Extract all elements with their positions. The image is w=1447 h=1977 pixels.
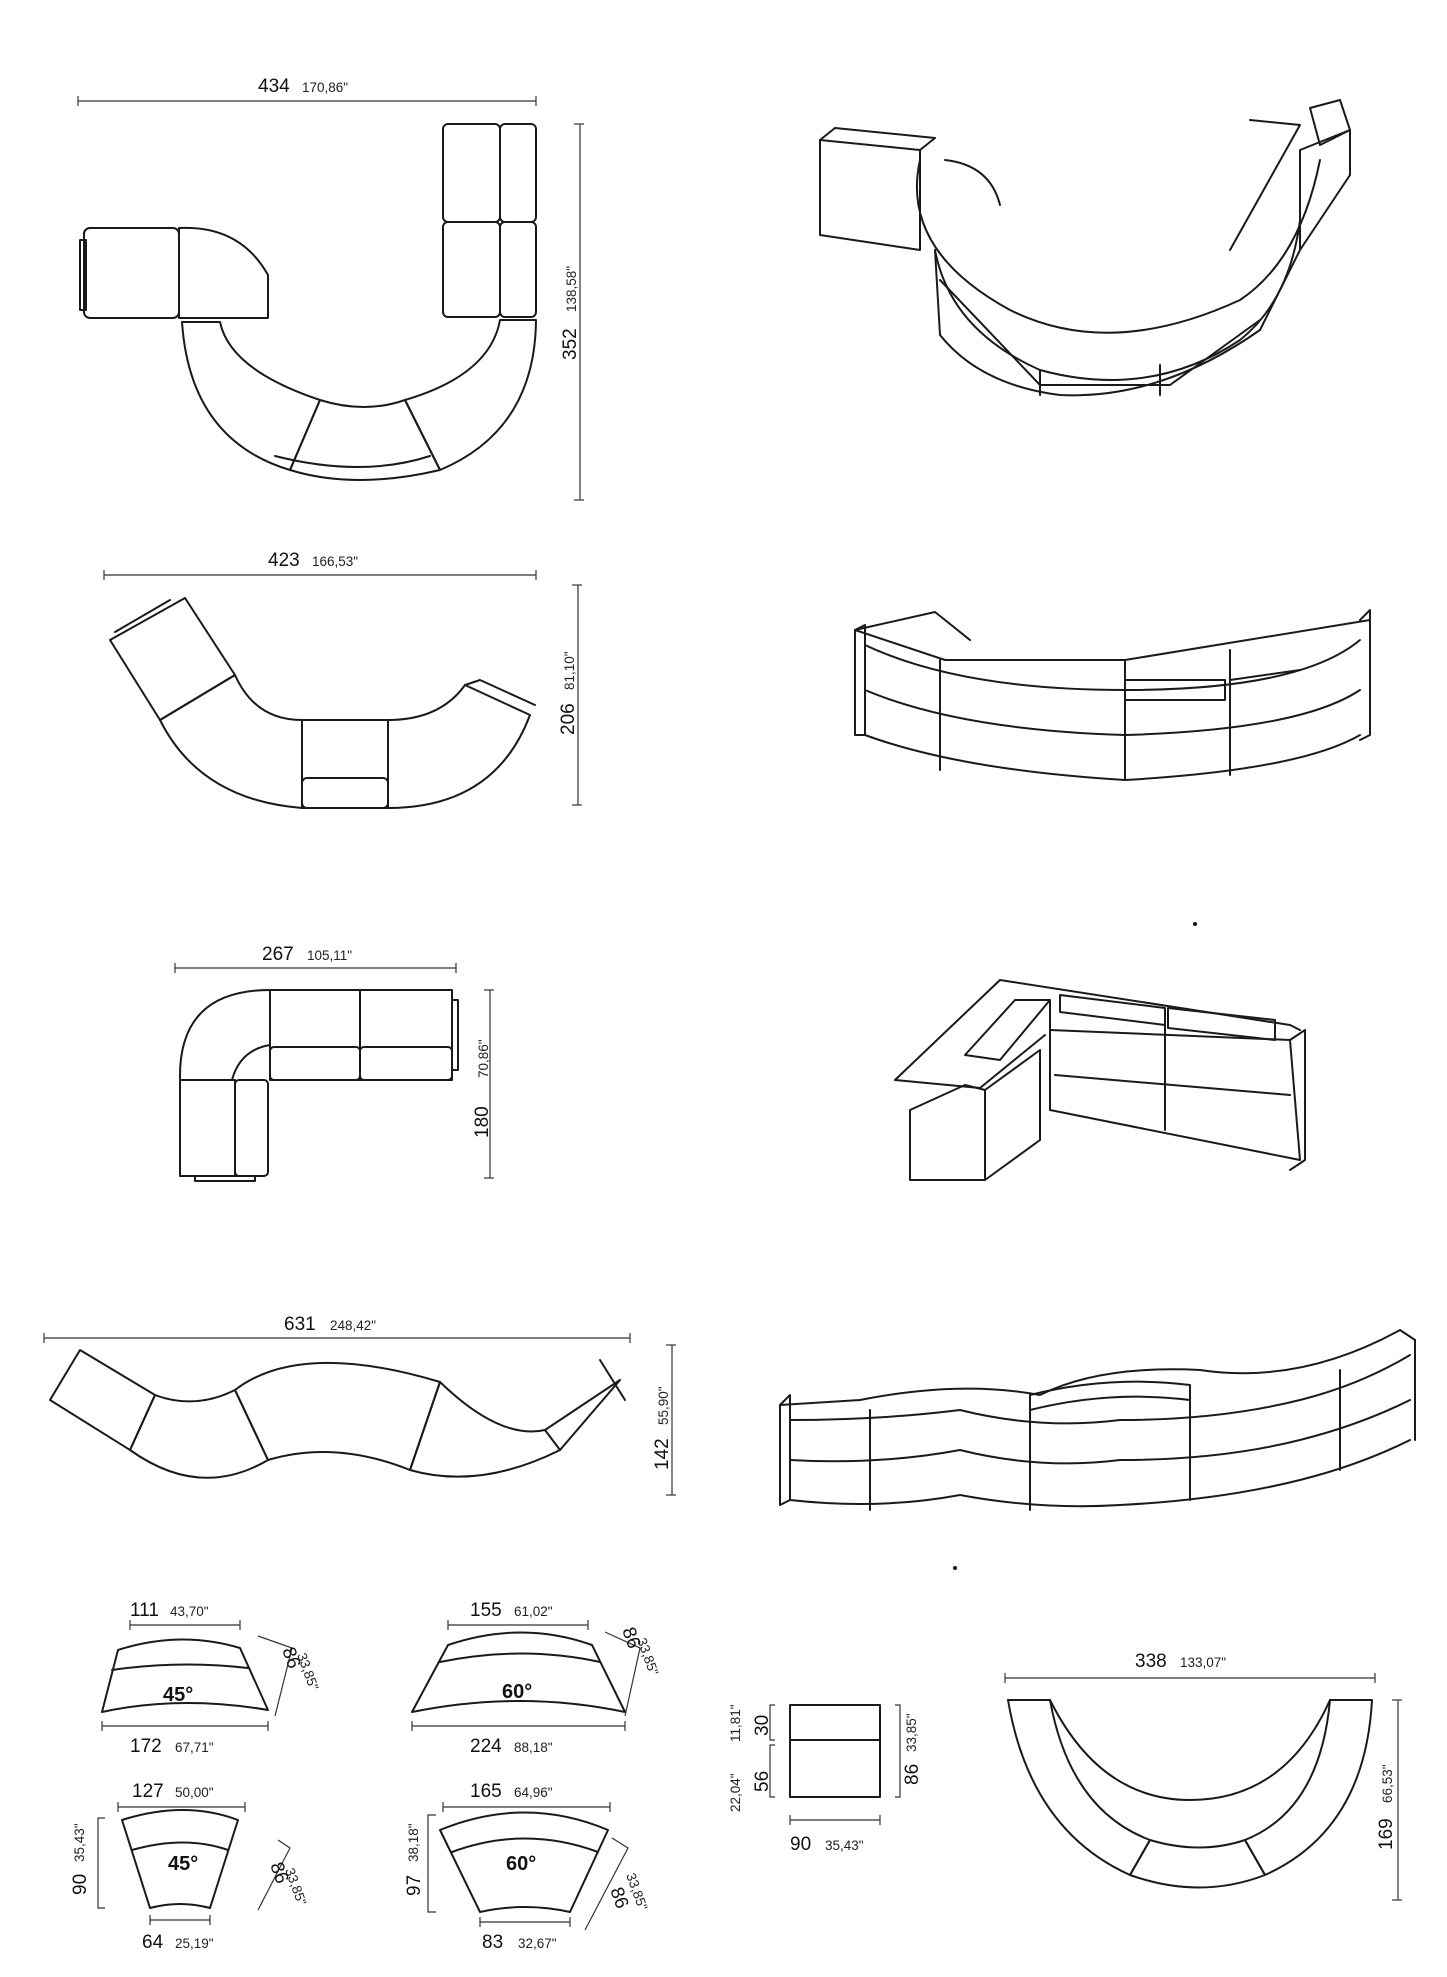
dim-height-in: 138,58": [564, 266, 579, 312]
module-60-large: 155 61,02" 60° 224 88,18" 86 33,85": [411, 1600, 662, 1757]
angle-label: 60°: [506, 1853, 536, 1875]
dim-width-in: 248,42": [330, 1318, 376, 1333]
dim-top-cm: 111: [130, 1600, 159, 1621]
dim-top-cm: 155: [470, 1600, 502, 1621]
dim-top-cm: 165: [470, 1781, 502, 1802]
dim-height-cm: 169: [1376, 1818, 1397, 1850]
perspective-wave-desk: [779, 1329, 1416, 1511]
dim-height-in: 81,10": [562, 651, 577, 690]
dim-h2-in: 22,04": [728, 1773, 743, 1812]
module-square: 90 35,43" 86 33,85" 30 11,81" 56 22,04": [728, 1704, 923, 1855]
angle-label: 45°: [163, 1684, 193, 1706]
dim-height-cm: 90: [70, 1874, 91, 1895]
dim-depth-in: 33,85": [294, 1651, 321, 1693]
dim-width-in: 35,43": [825, 1838, 864, 1853]
perspective-j-desk: [819, 99, 1351, 397]
dim-width-in: 133,07": [1180, 1655, 1226, 1670]
dim-width-cm: 423: [268, 550, 300, 571]
dim-h1-in: 11,81": [728, 1704, 743, 1742]
dim-top-in: 50,00": [175, 1785, 214, 1800]
dim-height-cm: 180: [472, 1106, 493, 1138]
dim-width-in: 166,53": [312, 554, 358, 569]
dim-bottom-cm: 83: [482, 1932, 503, 1953]
dim-height-in: 55,90": [656, 1386, 671, 1425]
dim-bottom-in: 88,18": [514, 1740, 553, 1755]
dim-width-cm: 631: [284, 1314, 316, 1335]
dim-width-cm: 267: [262, 944, 294, 965]
dim-bottom-in: 67,71": [175, 1740, 214, 1755]
dim-height-in: 70,86": [476, 1039, 491, 1078]
angle-label: 60°: [502, 1681, 532, 1703]
dim-h1-cm: 30: [752, 1715, 773, 1736]
dim-height-in: 38,18": [406, 1823, 421, 1862]
dim-top-cm: 127: [132, 1781, 164, 1802]
decor-dots: [953, 922, 1197, 1570]
dim-height-cm: 97: [404, 1875, 425, 1896]
perspective-l-desk: [894, 979, 1306, 1181]
dim-h2-cm: 56: [752, 1771, 773, 1792]
dim-depth-in: 33,85": [282, 1866, 309, 1908]
plan-curved-desk: 423 166,53" 206 81,10": [103, 550, 582, 809]
dim-width-cm: 338: [1135, 1651, 1167, 1672]
dim-width-cm: 434: [258, 76, 290, 97]
dim-top-in: 61,02": [514, 1604, 553, 1619]
dim-width-in: 105,11": [307, 948, 352, 963]
dim-height-cm: 142: [652, 1438, 673, 1470]
dim-top-in: 43,70": [170, 1604, 209, 1619]
perspective-curved-desk: [854, 609, 1371, 781]
dim-bottom-cm: 64: [142, 1932, 164, 1953]
module-60-small: 165 64,96" 60° 83 32,67" 97 38,18" 86 33…: [404, 1781, 651, 1953]
dim-height-cm: 352: [560, 328, 581, 360]
dim-height-in: 35,43": [72, 1823, 87, 1862]
dim-height-in: 66,53": [1380, 1764, 1395, 1803]
plan-semicircle-desk: 338 133,07" 169 66,53": [1004, 1651, 1402, 1901]
dim-width-cm: 90: [790, 1834, 811, 1855]
dim-depth-in: 33,85": [904, 1713, 919, 1752]
plan-j-desk: 434 170,86" 352 138,58": [77, 76, 584, 501]
dim-bottom-cm: 172: [130, 1736, 162, 1757]
plan-wave-desk: 631 248,42" 142 55,90": [43, 1314, 676, 1496]
dim-height-cm: 206: [558, 703, 579, 735]
dim-depth-cm: 86: [902, 1764, 923, 1785]
angle-label: 45°: [168, 1853, 198, 1875]
module-45-large: 111 43,70" 45° 172 67,71" 86 33,85": [101, 1600, 322, 1757]
plan-l-desk: 267 105,11" 180 70,86": [174, 944, 494, 1182]
dim-bottom-cm: 224: [470, 1736, 502, 1757]
module-45-small: 127 50,00" 45° 64 25,19" 90 35,43" 86 33…: [70, 1781, 310, 1953]
dim-top-in: 64,96": [514, 1785, 553, 1800]
dim-bottom-in: 25,19": [175, 1936, 214, 1951]
dim-bottom-in: 32,67": [518, 1936, 557, 1951]
dim-width-in: 170,86": [302, 80, 348, 95]
